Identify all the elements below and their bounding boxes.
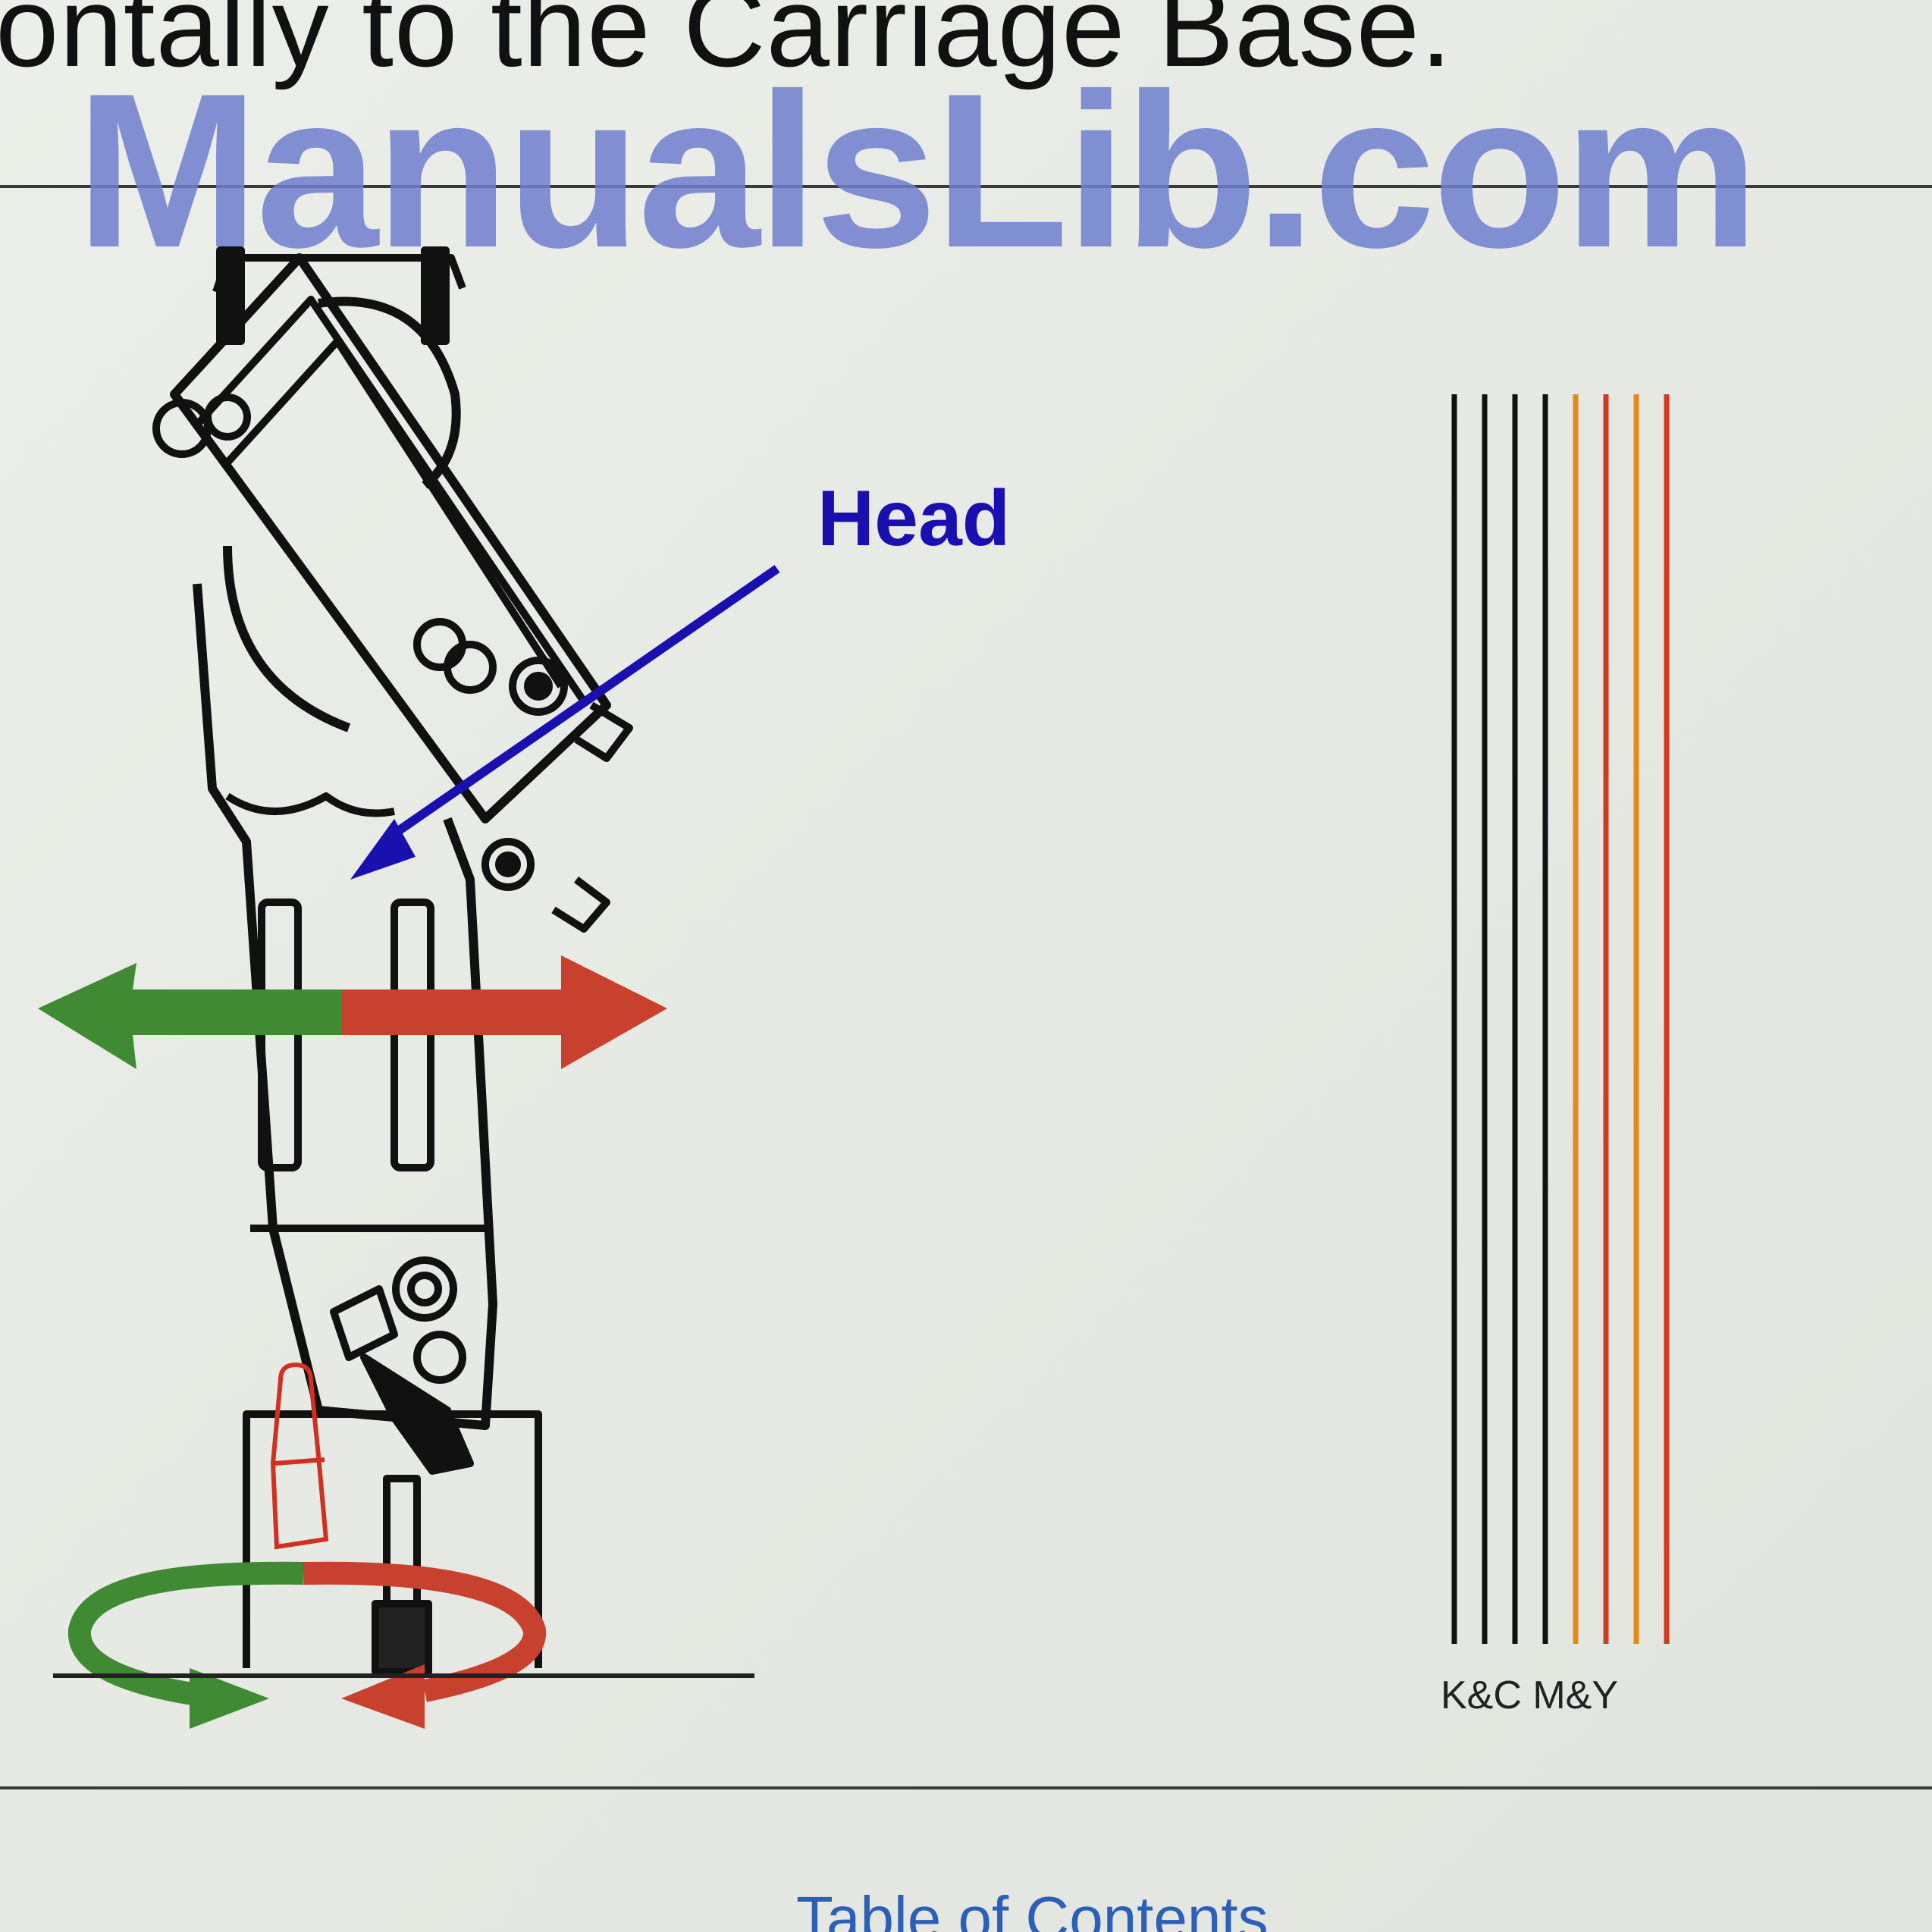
instruction-text: ontally to the Carriage Base. <box>0 0 1453 90</box>
bottom-divider <box>0 1786 1932 1789</box>
cable-color-label: K&C M&Y <box>1441 1673 1619 1717</box>
double-headed-arrow-icon <box>38 955 667 1069</box>
ribbon-cable <box>1451 394 1670 1644</box>
red-cable-clip <box>270 1362 329 1550</box>
table-of-contents-link[interactable]: Table of Contents <box>796 1884 1269 1932</box>
top-divider <box>0 185 1932 188</box>
print-head-drawing <box>152 246 633 1676</box>
head-callout-label: Head <box>817 475 1011 563</box>
head-callout-arrow <box>350 565 780 880</box>
manualslib-watermark: ManualsLib.com <box>76 48 1759 293</box>
rotation-arrow-icon <box>67 1561 547 1729</box>
